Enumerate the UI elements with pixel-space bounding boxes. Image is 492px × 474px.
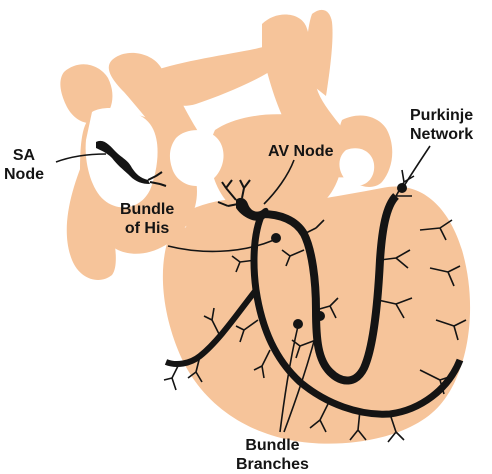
vessel-top-right (306, 10, 333, 96)
bundle-of-his-label: Bundle of His (120, 200, 174, 238)
purkinje-network-leader (404, 146, 430, 186)
av-node-label-line1: AV Node (268, 142, 333, 161)
sa-node-label-line1: SA (4, 146, 44, 165)
purkinje-network-label-line2: Network (410, 125, 473, 144)
purkinje-network-label-line1: Purkinje (410, 106, 473, 125)
sa-node-label: SA Node (4, 146, 44, 184)
bundle-branches-label-line1: Bundle (236, 436, 309, 455)
av-node-label: AV Node (268, 142, 333, 161)
bundle-of-his-label-line1: Bundle (120, 200, 174, 219)
bundle-branches-label-line2: Branches (236, 455, 309, 474)
bundle-of-his-label-line2: of His (120, 219, 174, 238)
right-upper-opening (339, 148, 374, 185)
sa-node-label-line2: Node (4, 165, 44, 184)
bundle-of-his-node (271, 233, 281, 243)
bundle-branches-label: Bundle Branches (236, 436, 309, 474)
purkinje-network-label: Purkinje Network (410, 106, 473, 144)
